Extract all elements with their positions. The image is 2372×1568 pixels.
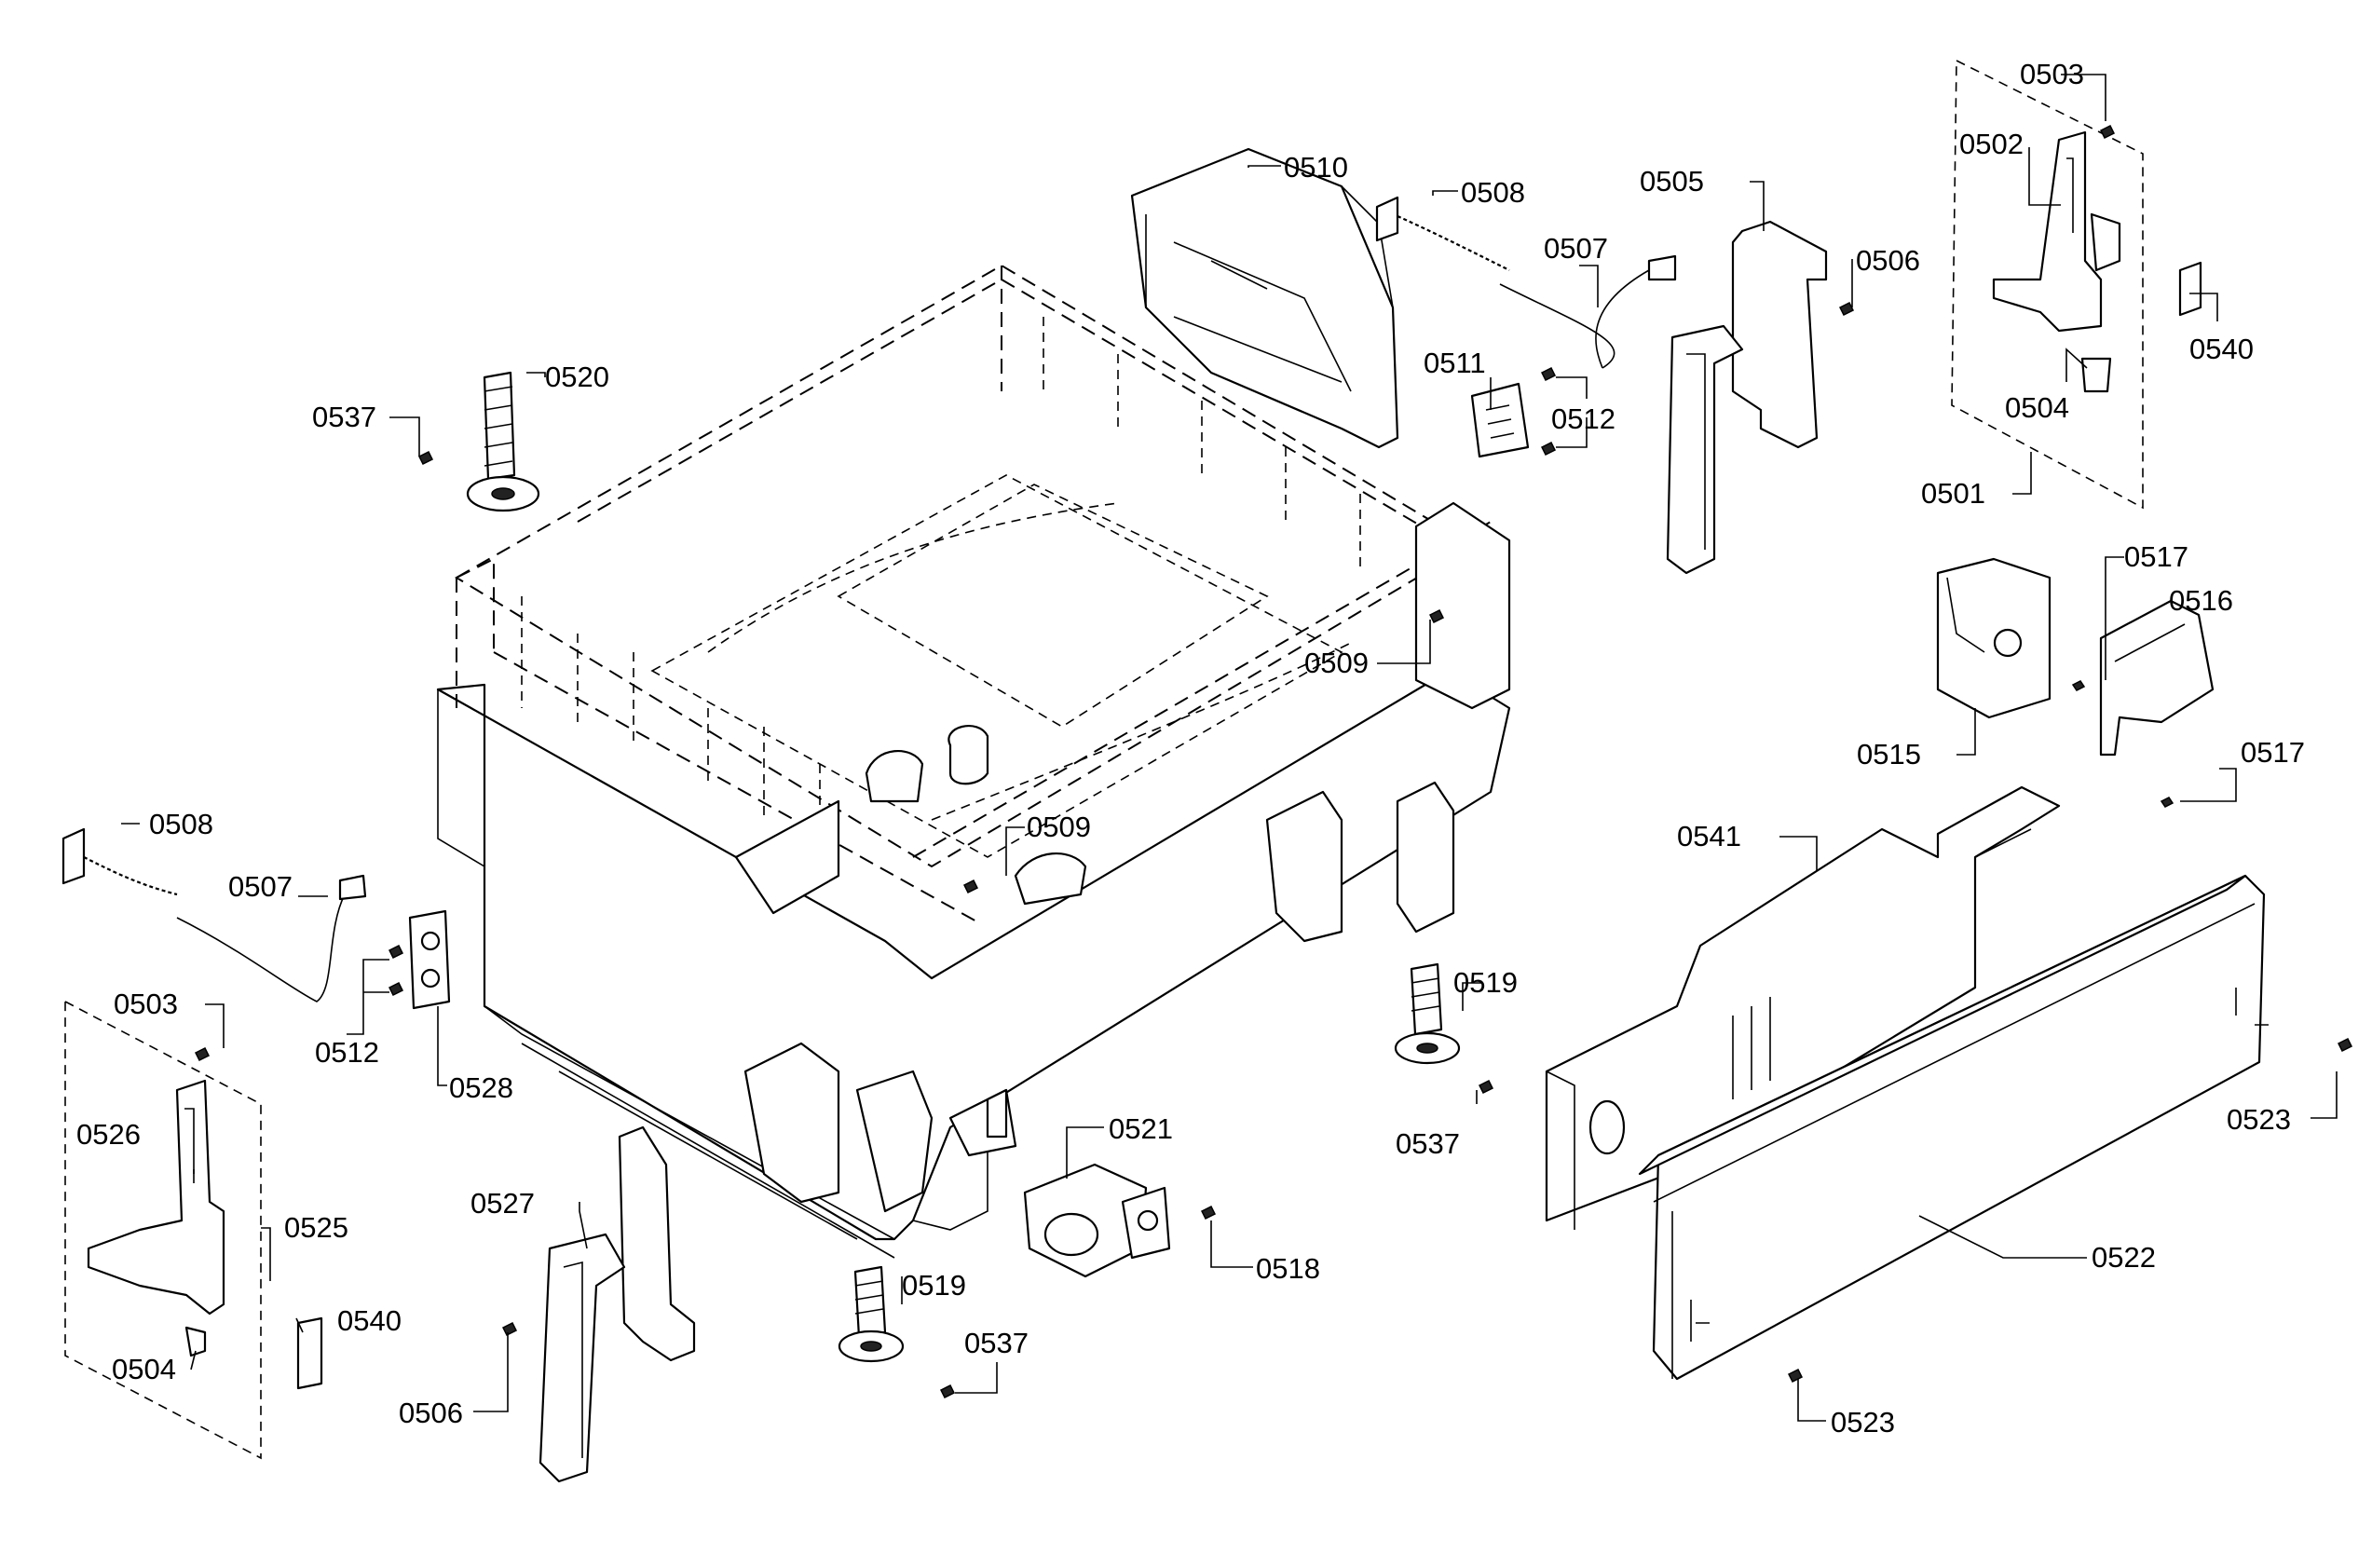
leveling-foot-0519-right [1394,962,1461,1065]
screws-0517 [2071,680,2174,808]
label-0541: 0541 [1677,820,1741,852]
screws [194,124,2353,1399]
label-0537: 0537 [1396,1127,1460,1160]
leveling-foot-0520 [466,371,540,512]
label-0512: 0512 [315,1036,379,1069]
label-0522: 0522 [2092,1241,2156,1274]
label-0510: 0510 [1284,151,1348,184]
label-0501: 0501 [1921,477,1985,510]
hinge-assembly-0501 [1951,59,2202,510]
control-module-0510 [1130,147,1399,449]
label-0503: 0503 [2020,58,2084,90]
label-0504: 0504 [2005,391,2069,424]
label-0540: 0540 [2189,333,2254,365]
label-0504: 0504 [112,1353,176,1385]
label-0540: 0540 [337,1304,402,1337]
leveling-foot-0519-bottom [838,1265,905,1363]
label-0518: 0518 [1256,1252,1320,1285]
cable-0507-top [1499,254,1677,369]
label-0516: 0516 [2169,584,2233,617]
hinge-bracket-0527 [538,1125,696,1483]
label-0515: 0515 [1857,738,1921,770]
label-0507: 0507 [228,870,293,903]
label-0519: 0519 [1453,966,1518,999]
hinge-assembly-0525 [64,1000,323,1460]
label-0521: 0521 [1109,1112,1173,1145]
inlet-valve-0521 [1023,1163,1171,1278]
spring-0508-left [61,827,178,896]
tub-frame [436,264,1511,1259]
label-0537: 0537 [964,1327,1029,1359]
part-labels: 0503 0502 0540 0504 0501 0510 0508 0505 … [76,58,2305,1438]
label-0508: 0508 [149,808,213,840]
label-0517: 0517 [2124,540,2188,573]
label-0508: 0508 [1461,176,1525,209]
block-0511 [1470,382,1530,458]
cover-0516 [2099,599,2215,757]
label-0520: 0520 [545,361,609,393]
label-0523: 0523 [1831,1406,1895,1438]
spring-0508-top [1375,196,1510,271]
label-0517: 0517 [2241,736,2305,769]
label-0512: 0512 [1551,402,1615,435]
label-0537: 0537 [312,401,376,433]
label-0527: 0527 [470,1187,535,1220]
label-0507: 0507 [1544,232,1608,265]
label-0506: 0506 [1856,244,1920,277]
front-panel-0522 [1638,874,2266,1381]
hinge-bracket-0505 [1666,220,1828,575]
label-0511: 0511 [1424,347,1486,379]
bracket-0515 [1936,557,2052,719]
label-0526: 0526 [76,1118,141,1151]
leader-lines [121,74,2338,1422]
label-0509: 0509 [1304,647,1369,679]
label-0503: 0503 [114,988,178,1020]
label-0523: 0523 [2227,1103,2291,1136]
label-0509: 0509 [1027,811,1091,843]
clip-0528 [408,909,451,1010]
label-0506: 0506 [399,1397,463,1429]
label-0528: 0528 [449,1071,513,1104]
label-0525: 0525 [284,1211,348,1244]
cable-0507-left [176,874,367,1002]
label-0505: 0505 [1640,165,1704,198]
label-0519: 0519 [902,1269,966,1302]
label-0502: 0502 [1959,128,2024,160]
